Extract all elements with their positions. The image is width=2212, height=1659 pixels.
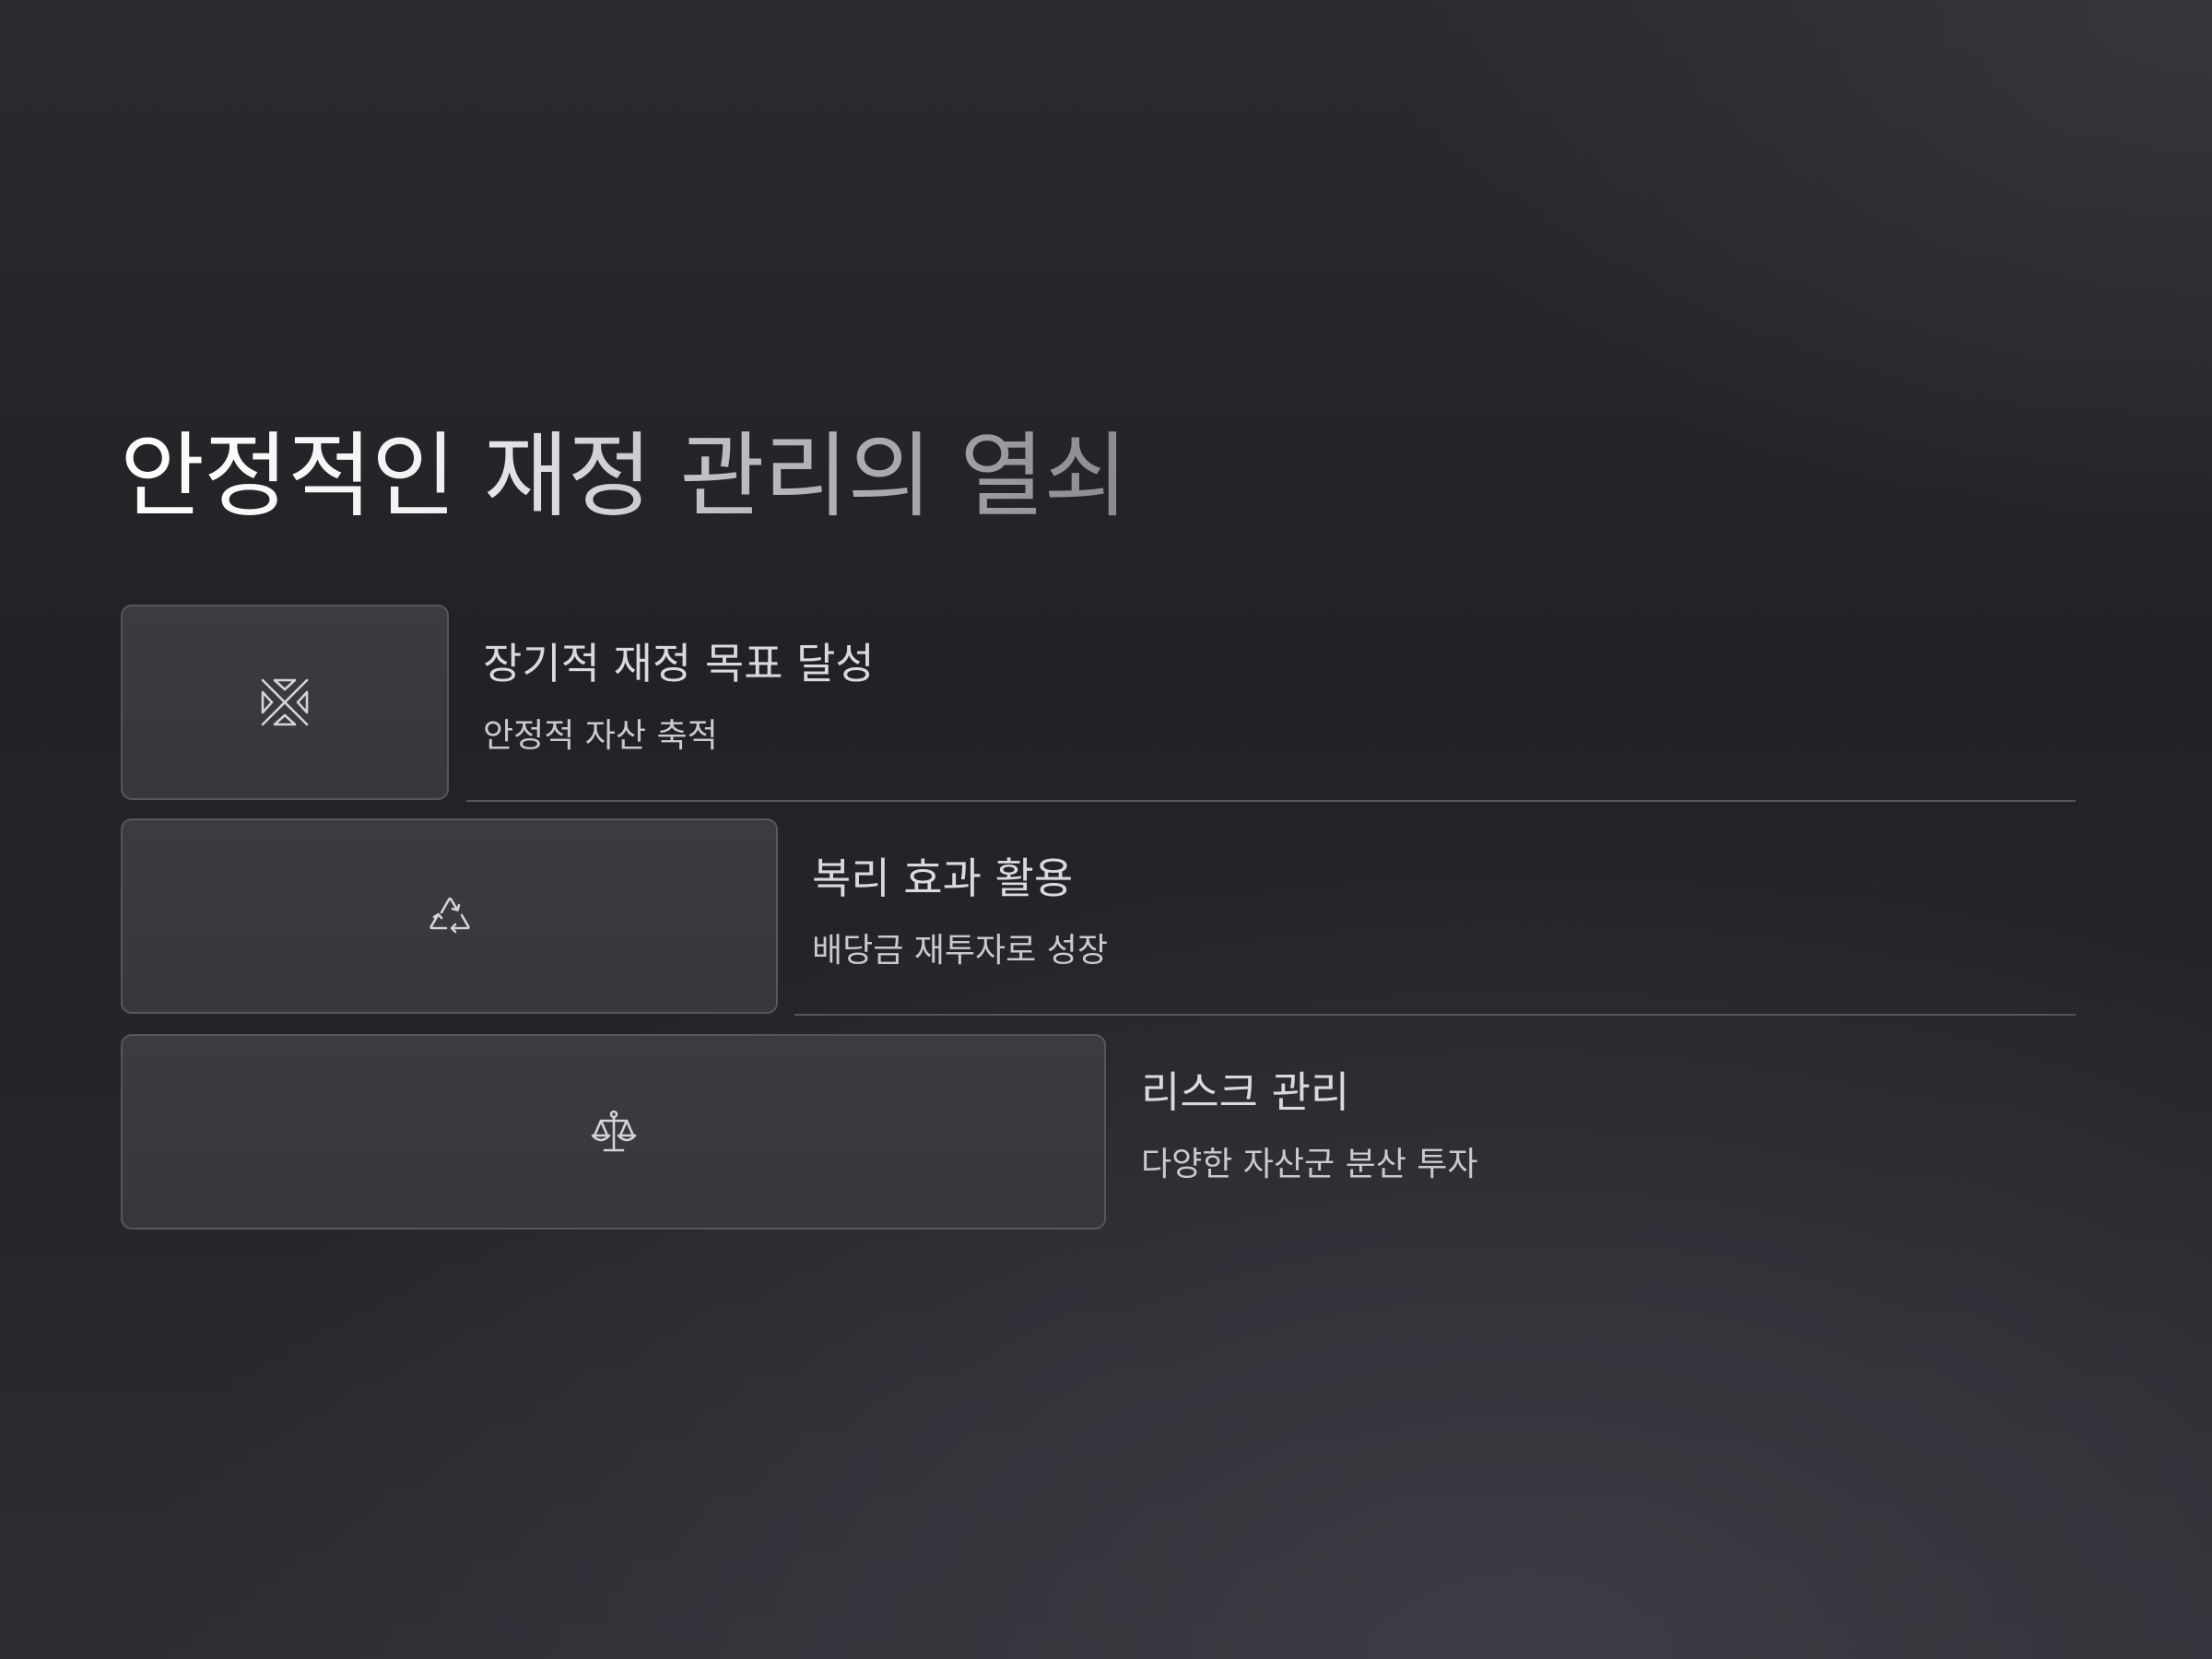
recycle-icon <box>424 890 476 942</box>
step-box-1 <box>121 605 449 800</box>
shrink-arrows-icon <box>259 677 311 728</box>
step-box-2 <box>121 818 778 1014</box>
step-heading-2: 복리 효과 활용 <box>812 853 1074 903</box>
divider-2 <box>794 1014 2076 1016</box>
scale-icon <box>588 1106 640 1158</box>
step-box-3 <box>121 1034 1106 1230</box>
step-heading-1: 장기적 재정 목표 달성 <box>483 639 875 688</box>
divider-1 <box>466 800 2076 802</box>
step-subtext-2: 배당금 재투자로 성장 <box>812 932 1108 970</box>
page-title: 안정적인 재정 관리의 열쇠 <box>120 417 1128 536</box>
step-heading-3: 리스크 관리 <box>1141 1067 1350 1117</box>
step-subtext-1: 안정적 자산 축적 <box>483 717 718 755</box>
step-subtext-3: 다양한 자산군 분산 투자 <box>1141 1146 1478 1183</box>
